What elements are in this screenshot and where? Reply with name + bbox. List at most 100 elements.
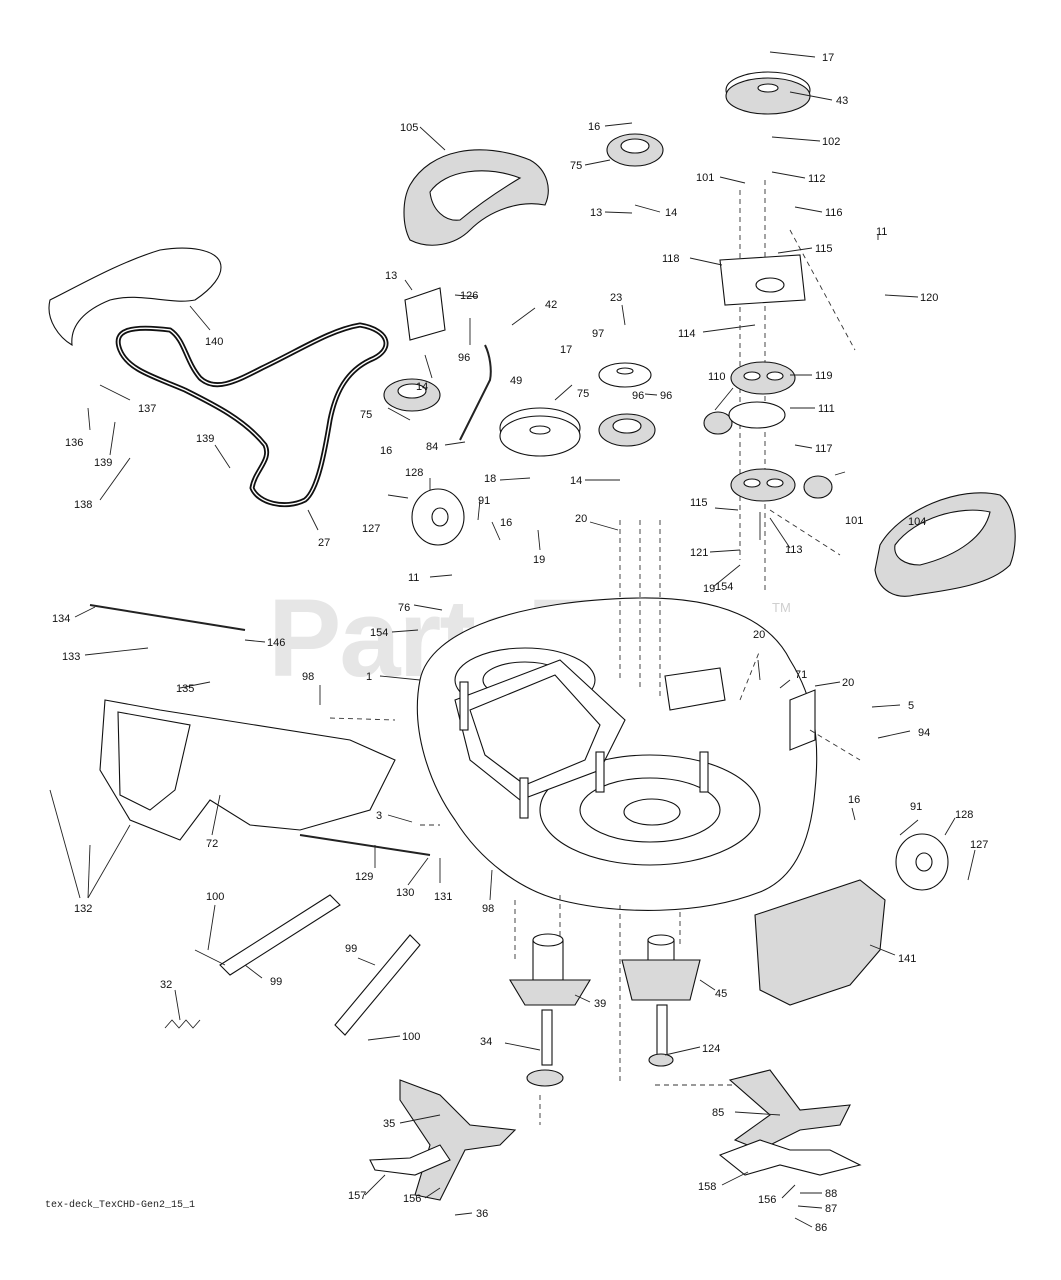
gear-110-left bbox=[703, 411, 733, 435]
callout-label: 39 bbox=[594, 998, 606, 1010]
callout-label: 71 bbox=[795, 669, 807, 681]
callout-label: 14 bbox=[416, 381, 428, 393]
callout-label: 17 bbox=[560, 344, 572, 356]
blade-35-157 bbox=[369, 1079, 517, 1201]
callout-label: 126 bbox=[460, 290, 478, 302]
callout-label: 137 bbox=[138, 403, 156, 415]
callout-label: 87 bbox=[825, 1203, 837, 1215]
callout-label: 120 bbox=[920, 292, 938, 304]
callout-label: 14 bbox=[665, 207, 677, 219]
callout-label: 127 bbox=[970, 839, 988, 851]
callout-label: 113 bbox=[785, 544, 803, 556]
callout-labels: 17 43 102 112 116 115 118 120 16 75 14 1… bbox=[52, 52, 988, 1234]
callout-label: 94 bbox=[918, 727, 930, 739]
callout-label: 98 bbox=[302, 671, 314, 683]
callout-label: 127 bbox=[362, 523, 380, 535]
callout-label: 85 bbox=[712, 1107, 724, 1119]
callout-label: 100 bbox=[206, 891, 224, 903]
callout-label: 128 bbox=[405, 467, 423, 479]
callout-label: 16 bbox=[848, 794, 860, 806]
callout-label: 100 bbox=[402, 1031, 420, 1043]
watermark-tm: TM bbox=[772, 600, 791, 615]
callout-label: 140 bbox=[205, 336, 223, 348]
diagram-code: tex-deck_TexCHD-Gen2_15_1 bbox=[45, 1199, 195, 1211]
idler-75-top bbox=[606, 133, 664, 167]
rod-134 bbox=[89, 604, 246, 631]
callout-label: 16 bbox=[380, 445, 392, 457]
callout-label: 130 bbox=[396, 887, 414, 899]
callout-label: 98 bbox=[482, 903, 494, 915]
callout-label: 27 bbox=[318, 537, 330, 549]
callout-label: 75 bbox=[570, 160, 582, 172]
callout-label: 132 bbox=[74, 903, 92, 915]
callout-label: 13 bbox=[385, 270, 397, 282]
belt-shield-104 bbox=[874, 492, 1016, 597]
pulley-97 bbox=[598, 362, 652, 388]
callout-label: 88 bbox=[825, 1188, 837, 1200]
callout-label: 75 bbox=[360, 409, 372, 421]
callout-label: 131 bbox=[434, 891, 452, 903]
callout-label: 34 bbox=[480, 1036, 492, 1048]
blade-85-158 bbox=[718, 1069, 862, 1176]
callout-label: 141 bbox=[898, 953, 916, 965]
callout-label: 156 bbox=[403, 1193, 421, 1205]
callout-label: 35 bbox=[383, 1118, 395, 1130]
callout-label: 118 bbox=[662, 253, 680, 265]
idler-arm-84 bbox=[459, 344, 492, 441]
callout-label: 99 bbox=[345, 943, 357, 955]
callout-label: 110 bbox=[708, 371, 726, 383]
discharge-chute bbox=[99, 699, 396, 841]
callout-label: 11 bbox=[876, 226, 887, 238]
callout-label: 136 bbox=[65, 437, 83, 449]
arm-99-left bbox=[194, 894, 341, 976]
callout-label: 32 bbox=[160, 979, 172, 991]
callout-label: 138 bbox=[74, 499, 92, 511]
callout-label: 17 bbox=[822, 52, 834, 64]
callout-label: 19 bbox=[703, 583, 715, 595]
rod-129 bbox=[299, 834, 431, 856]
pulley-49 bbox=[499, 407, 581, 457]
belt-shield-140 bbox=[48, 247, 222, 347]
callout-label: 104 bbox=[908, 516, 926, 528]
callout-label: 116 bbox=[825, 207, 843, 219]
gauge-wheel-128-right bbox=[895, 833, 949, 891]
callout-label: 105 bbox=[400, 122, 418, 134]
idler-75-right bbox=[598, 413, 656, 447]
gasket-111 bbox=[728, 401, 786, 429]
callout-label: 23 bbox=[610, 292, 622, 304]
callout-label: 75 bbox=[577, 388, 589, 400]
gearbox-plate bbox=[719, 254, 806, 306]
callout-label: 49 bbox=[510, 375, 522, 387]
callout-label: 91 bbox=[910, 801, 922, 813]
callout-label: 91 bbox=[478, 495, 490, 507]
callout-label: 139 bbox=[94, 457, 112, 469]
spindle-45 bbox=[621, 934, 701, 1067]
callout-label: 76 bbox=[398, 602, 410, 614]
gauge-wheel-128-left bbox=[411, 488, 465, 546]
deflector-141 bbox=[754, 879, 886, 1006]
callout-label: 86 bbox=[815, 1222, 827, 1234]
callout-label: 112 bbox=[808, 173, 826, 185]
callout-label: 157 bbox=[348, 1190, 366, 1202]
arm-99-right bbox=[334, 934, 421, 1036]
callout-label: 13 bbox=[590, 207, 602, 219]
idler-75-left bbox=[383, 378, 441, 412]
pulley-43 bbox=[725, 71, 811, 115]
callout-label: 45 bbox=[715, 988, 727, 1000]
callout-label: 134 bbox=[52, 613, 70, 625]
callout-label: 18 bbox=[484, 473, 496, 485]
callout-label: 11 bbox=[408, 572, 419, 584]
callout-label: 96 bbox=[458, 352, 470, 364]
callout-label: 121 bbox=[690, 547, 708, 559]
callout-label: 158 bbox=[698, 1181, 716, 1193]
callout-label: 1 bbox=[366, 671, 372, 683]
callout-label: 129 bbox=[355, 871, 373, 883]
callout-label: 5 bbox=[908, 700, 914, 712]
callout-label: 139 bbox=[196, 433, 214, 445]
callout-label: 20 bbox=[575, 513, 587, 525]
drive-belt bbox=[115, 322, 389, 508]
callout-label: 14 bbox=[570, 475, 582, 487]
callout-label: 97 bbox=[592, 328, 604, 340]
callout-label: 84 bbox=[426, 441, 438, 453]
callout-label: 96 bbox=[632, 390, 644, 402]
